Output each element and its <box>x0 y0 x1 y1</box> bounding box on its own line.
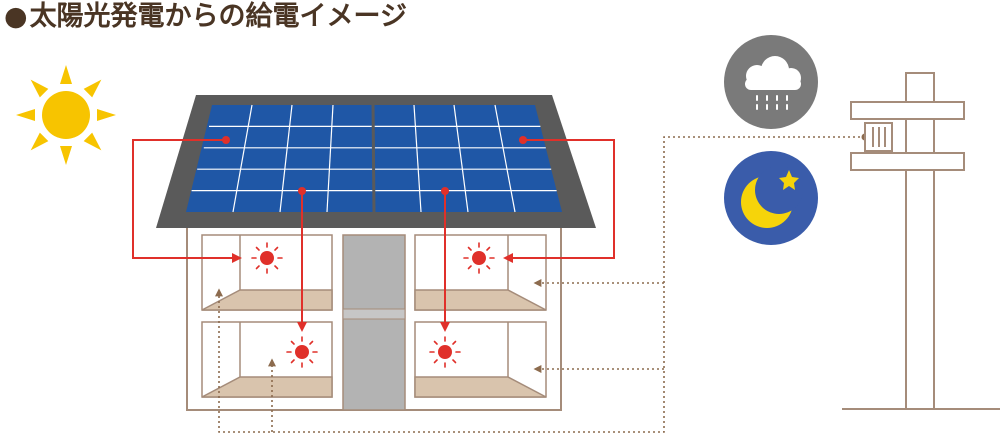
light-bulb-icon <box>251 242 283 274</box>
door <box>342 234 406 411</box>
title-text: 太陽光発電からの給電イメージ <box>29 1 408 32</box>
rain-cloud-icon <box>724 35 818 129</box>
solar-power-lines <box>132 139 615 332</box>
grid-power-lines <box>215 136 865 433</box>
page-title: ●太陽光発電からの給電イメージ <box>4 0 407 34</box>
title-bullet: ● <box>4 1 28 32</box>
sun-icon <box>16 65 116 165</box>
moon-night-icon <box>724 151 818 245</box>
room-bottom-right <box>414 321 547 398</box>
utility-pole-icon <box>842 72 1000 410</box>
light-bulb-icon <box>463 242 495 274</box>
light-bulb-icon <box>286 336 318 368</box>
solar-panel <box>186 104 562 213</box>
room-bottom-left <box>201 321 333 398</box>
light-bulb-icon <box>429 336 461 368</box>
room-top-right <box>414 234 547 311</box>
house <box>156 95 596 411</box>
